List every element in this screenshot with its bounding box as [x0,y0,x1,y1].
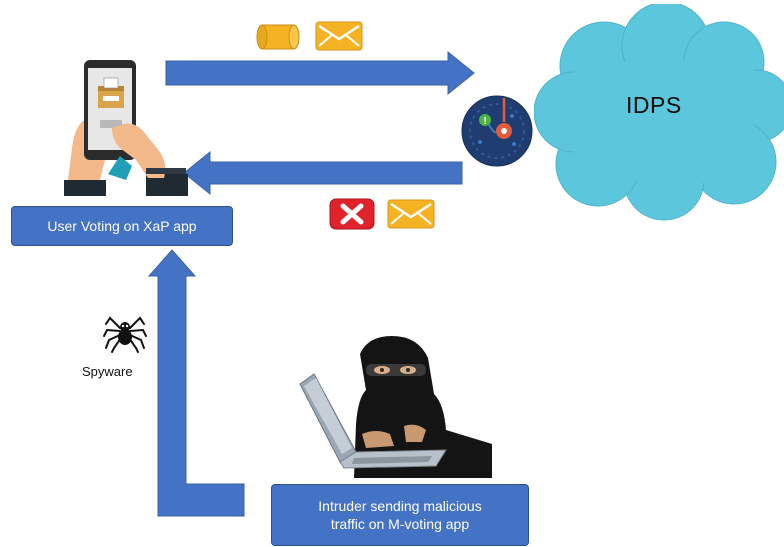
idps-cloud [534,4,784,221]
envelope-icon [315,21,363,51]
envelope-icon [387,199,435,229]
network-sensor-icon: ! [461,95,533,167]
spider-icon [103,316,147,353]
request-arrow [165,50,475,96]
hacker-illustration [296,334,492,478]
svg-text:!: ! [483,116,486,127]
database-cylinder-icon [256,24,300,50]
user-voting-box: User Voting on XaP app [11,206,233,246]
reject-x-icon [329,198,375,230]
cloud-label: IDPS [626,92,682,118]
spyware-label: Spyware [82,364,133,379]
smartphone-vote-icon [64,60,188,196]
response-arrow [183,150,463,196]
intrusion-arrow [147,249,245,517]
intruder-box: Intruder sending malicious traffic on M-… [271,484,529,546]
